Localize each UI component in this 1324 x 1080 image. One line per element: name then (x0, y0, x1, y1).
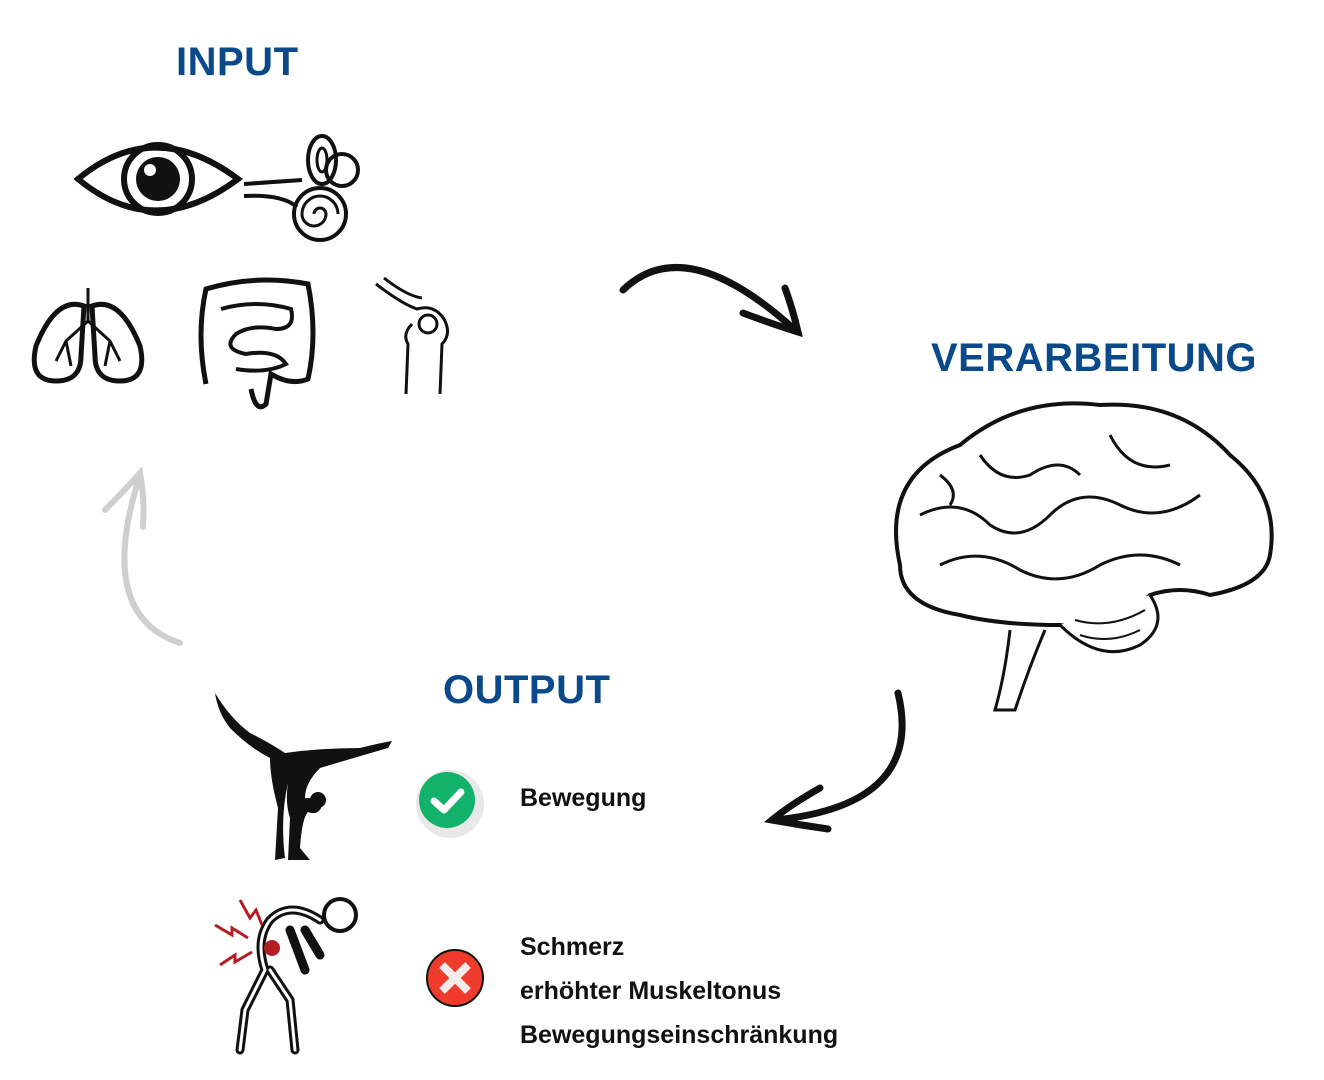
output-negative-label-3: Bewegungseinschränkung (520, 1021, 839, 1049)
input-title: INPUT (176, 40, 299, 84)
lungs-icon (31, 288, 145, 384)
eye-icon (74, 142, 244, 216)
brain-illustration (894, 401, 1274, 712)
arrow-processing-to-output (763, 689, 906, 833)
output-positive-label: Bewegung (520, 784, 647, 812)
output-negative-label-2: erhöhter Muskeltonus (520, 977, 782, 1005)
check-circle-icon (416, 770, 484, 838)
arrow-input-to-processing (619, 264, 803, 338)
intestines-icon (198, 277, 316, 410)
x-circle-icon (426, 949, 484, 1007)
inner-ear-icon (243, 134, 360, 242)
arrow-output-to-input (102, 466, 183, 646)
output-negative-label-1: Schmerz (520, 933, 625, 961)
knee-joint-icon (375, 276, 449, 395)
output-title: OUTPUT (443, 668, 611, 712)
back-pain-figure-icon (214, 897, 358, 1055)
handstand-figure-icon (215, 693, 392, 860)
processing-title: VERARBEITUNG (931, 336, 1258, 380)
